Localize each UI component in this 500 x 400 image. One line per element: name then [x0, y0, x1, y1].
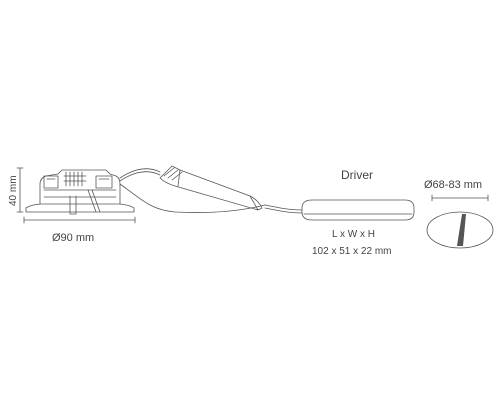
driver-box: [301, 199, 415, 221]
cable: [119, 168, 303, 214]
diameter-label: Ø90 mm: [52, 232, 95, 244]
downlight-side-view: [25, 169, 135, 215]
connector-module: [159, 165, 263, 211]
cutout-label: Ø68-83 mm: [424, 179, 483, 191]
cutout-symbol: [426, 194, 494, 249]
driver-title: Driver: [341, 168, 373, 182]
height-label: 40 mm: [8, 175, 19, 206]
driver-dims-header: L x W x H: [332, 229, 375, 240]
driver-dims-values: 102 x 51 x 22 mm: [312, 246, 392, 257]
diameter-dimension: [23, 216, 136, 224]
height-dimension: [16, 167, 24, 213]
